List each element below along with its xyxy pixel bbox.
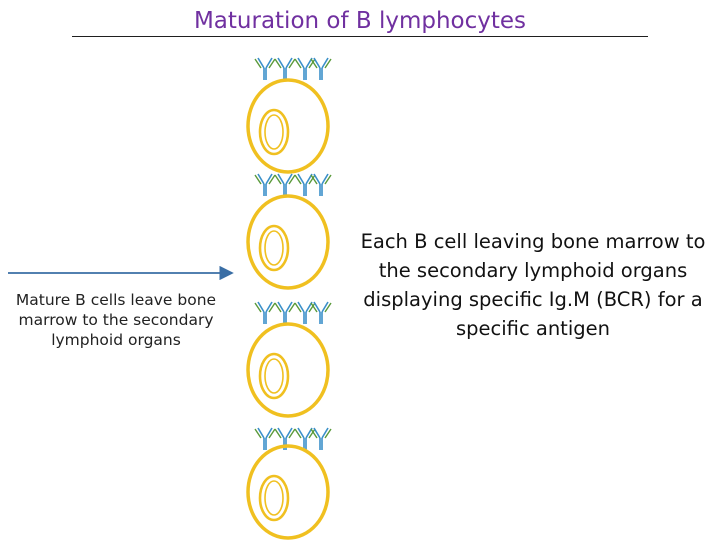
igm-receptor-icon bbox=[274, 427, 296, 450]
cell-membrane bbox=[246, 322, 330, 418]
cell-membrane bbox=[246, 444, 330, 540]
igm-receptor-icon bbox=[254, 173, 276, 196]
slide-title: Maturation of B lymphocytes bbox=[193, 8, 527, 34]
left-caption: Mature B cells leave bone marrow to the … bbox=[15, 291, 217, 349]
b-cell-3 bbox=[246, 301, 332, 418]
cell-nucleus-inner bbox=[264, 358, 284, 394]
igm-receptor-icon bbox=[310, 427, 332, 450]
igm-receptor-icon bbox=[254, 57, 276, 80]
cell-nucleus bbox=[258, 352, 290, 400]
cell-nucleus bbox=[258, 108, 290, 156]
title-underline bbox=[72, 36, 648, 37]
igm-receptor-icon bbox=[310, 173, 332, 196]
right-caption: Each B cell leaving bone marrow to the s… bbox=[360, 230, 706, 340]
igm-receptor-icon bbox=[310, 57, 332, 80]
cell-membrane bbox=[246, 194, 330, 290]
cell-nucleus-inner bbox=[264, 114, 284, 150]
b-cell-2 bbox=[246, 173, 332, 290]
igm-receptor-icon bbox=[274, 173, 296, 196]
cell-nucleus-inner bbox=[264, 230, 284, 266]
igm-receptor-icon bbox=[274, 301, 296, 324]
igm-receptor-icon bbox=[310, 301, 332, 324]
igm-receptor-icon bbox=[294, 173, 316, 196]
b-cell-4 bbox=[246, 427, 332, 540]
igm-receptor-icon bbox=[274, 57, 296, 80]
igm-receptor-icon bbox=[254, 427, 276, 450]
cell-nucleus-inner bbox=[264, 480, 284, 516]
cell-membrane bbox=[246, 78, 330, 174]
cell-nucleus bbox=[258, 474, 290, 522]
igm-receptor-icon bbox=[294, 301, 316, 324]
b-cell-1 bbox=[246, 57, 332, 174]
cell-nucleus bbox=[258, 224, 290, 272]
igm-receptor-icon bbox=[254, 301, 276, 324]
